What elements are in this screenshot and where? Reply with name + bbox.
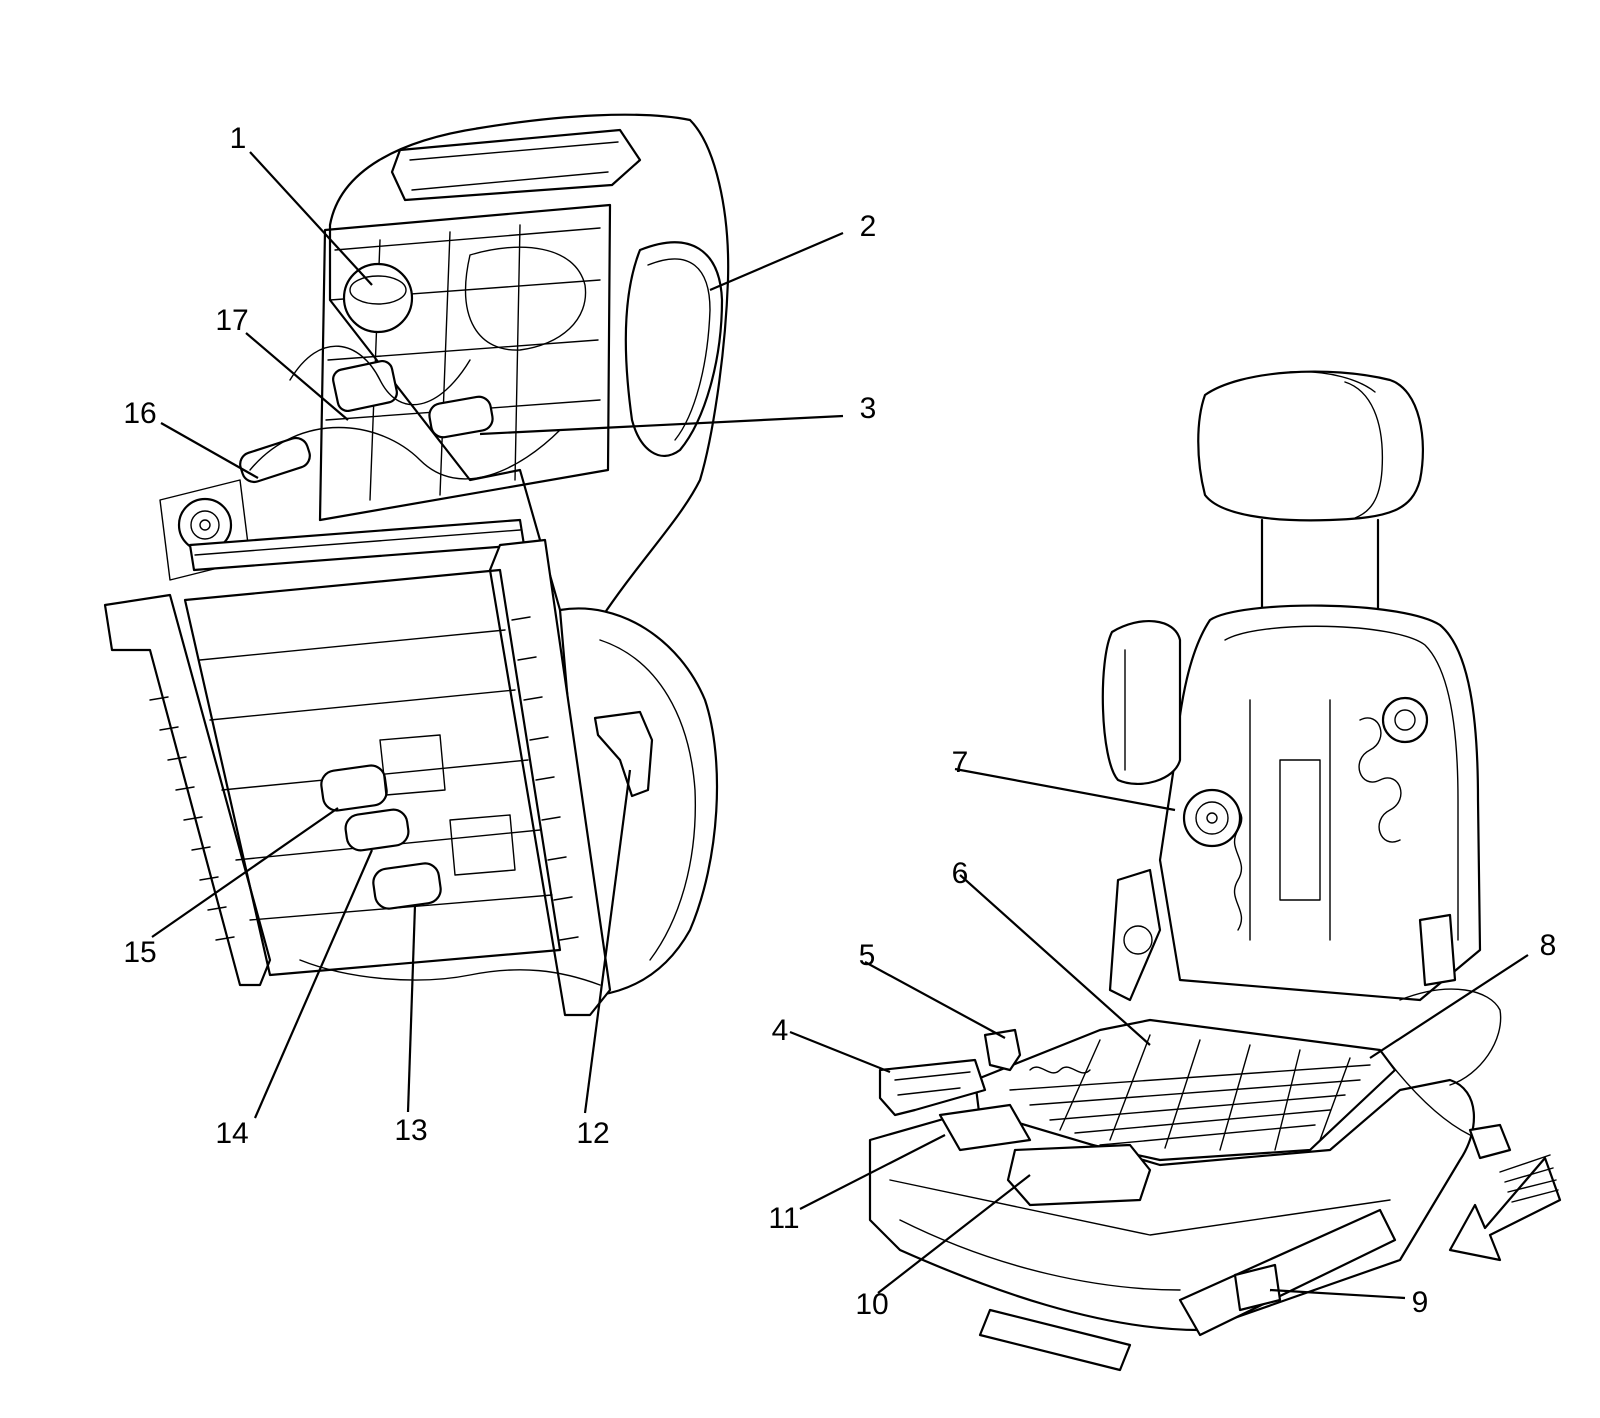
callout-11: 11	[768, 1202, 799, 1235]
callout-6: 6	[952, 857, 969, 890]
lumbar-pump-module	[1381, 696, 1429, 744]
right-recliner-plate	[1418, 913, 1457, 987]
callout-12: 12	[576, 1117, 609, 1150]
motor-16	[239, 436, 311, 484]
callout-14: 14	[215, 1117, 248, 1150]
left-seat-track	[103, 593, 272, 987]
motor-13	[372, 862, 442, 910]
callout-10: 10	[855, 1288, 888, 1321]
callout-9: 9	[1412, 1286, 1429, 1319]
seat-track-left	[978, 1308, 1132, 1372]
bracket-4	[878, 1058, 987, 1117]
harness-8	[1379, 1049, 1501, 1151]
callout-3: 3	[860, 392, 877, 425]
motor-9	[1233, 1263, 1282, 1312]
side-bolster-panel	[624, 241, 724, 457]
round-actuator-module	[342, 262, 414, 334]
callout-4: 4	[772, 1014, 789, 1047]
callout-1: 1	[230, 122, 247, 155]
recliner-motor	[1182, 788, 1242, 848]
left-recliner-plate	[1108, 868, 1162, 1002]
callout-labels: 1 2 3 4 5 6 7 8 9 10 11 12 13 14 15 16 1…	[123, 122, 1556, 1321]
side-airbag-module	[1101, 620, 1182, 785]
callout-16: 16	[123, 397, 156, 430]
seat-module-11	[938, 1103, 1032, 1152]
cushion-pan-holes	[1009, 1034, 1371, 1151]
front-direction-arrow-icon	[1448, 1154, 1562, 1262]
motor-17	[332, 359, 398, 413]
leader-lines	[151, 151, 1529, 1300]
seat-track-front	[1178, 1208, 1397, 1337]
callout-2: 2	[860, 210, 877, 243]
bracket-5	[983, 1028, 1022, 1072]
headrest	[1197, 370, 1425, 522]
connector-8	[1468, 1123, 1512, 1160]
seat-rear-assembly	[103, 113, 730, 1017]
seatback-frame	[318, 203, 612, 522]
motor-15	[320, 764, 388, 812]
seatback-cross-tube	[188, 518, 526, 572]
motor-3	[428, 395, 494, 439]
callout-13: 13	[394, 1114, 427, 1147]
callout-17: 17	[215, 304, 248, 337]
track-slots	[149, 616, 579, 941]
callout-15: 15	[123, 936, 156, 969]
seatback-top-bar	[390, 128, 642, 202]
connector-12	[593, 710, 654, 798]
seat-cushion-frame	[183, 568, 562, 977]
callout-7: 7	[952, 746, 969, 779]
seat-cushion-shell	[558, 607, 719, 997]
seat-front-assembly	[868, 370, 1512, 1372]
seatback-trim-shell	[328, 113, 730, 622]
callout-8: 8	[1540, 929, 1557, 962]
motor-14	[344, 808, 410, 852]
callout-5: 5	[859, 939, 876, 972]
seat-module-10	[1006, 1143, 1152, 1207]
